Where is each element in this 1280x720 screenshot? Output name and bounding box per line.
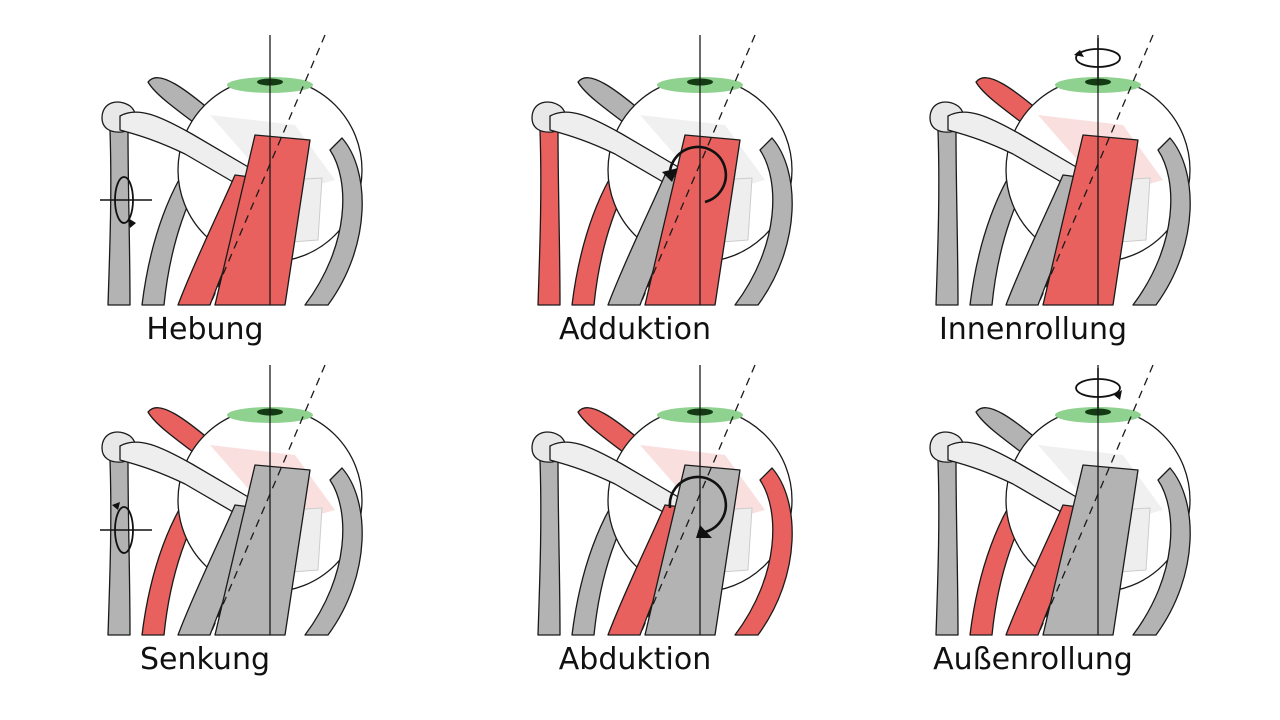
visual-axis-dashed (639, 364, 756, 636)
rotation-indicator (668, 475, 728, 538)
visual-axis-dashed (209, 34, 326, 306)
visual-axis-dashed (1037, 34, 1154, 306)
rectus-superior-muscle (1042, 464, 1139, 636)
rectus-superior-muscle (644, 134, 741, 306)
eye-illustration-hebung (100, 34, 363, 306)
rotation-indicator (1074, 38, 1121, 78)
rectus-lateralis-muscle (304, 467, 363, 636)
panel-abduktion: Abduktion (490, 360, 793, 690)
rotation-indicator (100, 176, 152, 228)
rectus-superior-muscle (644, 464, 741, 636)
eye-illustration-adduktion (531, 34, 793, 306)
caption-innenrollung: Innenrollung (938, 312, 1128, 347)
caption-aussenrollung: Außenrollung (933, 642, 1133, 677)
panel-senkung: Senkung (60, 360, 363, 690)
rotation-ellipse (1075, 48, 1121, 68)
rectus-medialis-muscle (537, 129, 561, 306)
rotation-arrow-head (662, 168, 678, 182)
panel-aussenrollung: Außenrollung (888, 360, 1191, 690)
rotation-indicator (100, 502, 152, 554)
eye-illustration-abduktion (531, 364, 793, 636)
eye-illustration-aussenrollung (929, 364, 1191, 636)
caption-adduktion: Adduktion (559, 312, 711, 347)
rectus-superior-muscle (1042, 134, 1139, 306)
rectus-superior-muscle (214, 464, 311, 636)
rotation-ellipse (114, 506, 134, 554)
visual-axis-dashed (1037, 364, 1154, 636)
panel-adduktion: Adduktion (490, 30, 793, 360)
rotation-arrow-arc (668, 475, 728, 534)
caption-senkung: Senkung (139, 642, 271, 677)
panel-innenrollung: Innenrollung (888, 30, 1191, 360)
rectus-medialis-muscle (935, 129, 959, 306)
eye-illustration-innenrollung (929, 34, 1191, 306)
rotation-indicator (662, 145, 728, 204)
rectus-lateralis-muscle (734, 467, 793, 636)
rotation-arrow-head (1114, 390, 1122, 400)
rectus-lateralis-muscle (1132, 137, 1191, 306)
visual-axis-dashed (209, 364, 326, 636)
rotation-ellipse (114, 176, 134, 224)
rectus-medialis-muscle (537, 459, 561, 636)
rectus-medialis-muscle (935, 459, 959, 636)
visual-axis-dashed (639, 34, 756, 306)
rotation-arrow-head (128, 218, 136, 228)
rotation-indicator (1075, 368, 1122, 408)
rectus-superior-muscle (214, 134, 311, 306)
rotation-arrow-head (112, 502, 120, 510)
rotation-ellipse (1075, 378, 1121, 398)
rectus-lateralis-muscle (1132, 467, 1191, 636)
rotation-arrow-head (696, 525, 712, 538)
rotation-arrow-head (1074, 50, 1084, 57)
caption-abduktion: Abduktion (558, 642, 712, 677)
panel-hebung: Hebung (60, 30, 363, 360)
caption-hebung: Hebung (146, 312, 264, 347)
rectus-lateralis-muscle (734, 137, 793, 306)
rectus-lateralis-muscle (304, 137, 363, 306)
rotation-arrow-arc (668, 145, 728, 204)
eye-illustration-senkung (100, 364, 363, 636)
